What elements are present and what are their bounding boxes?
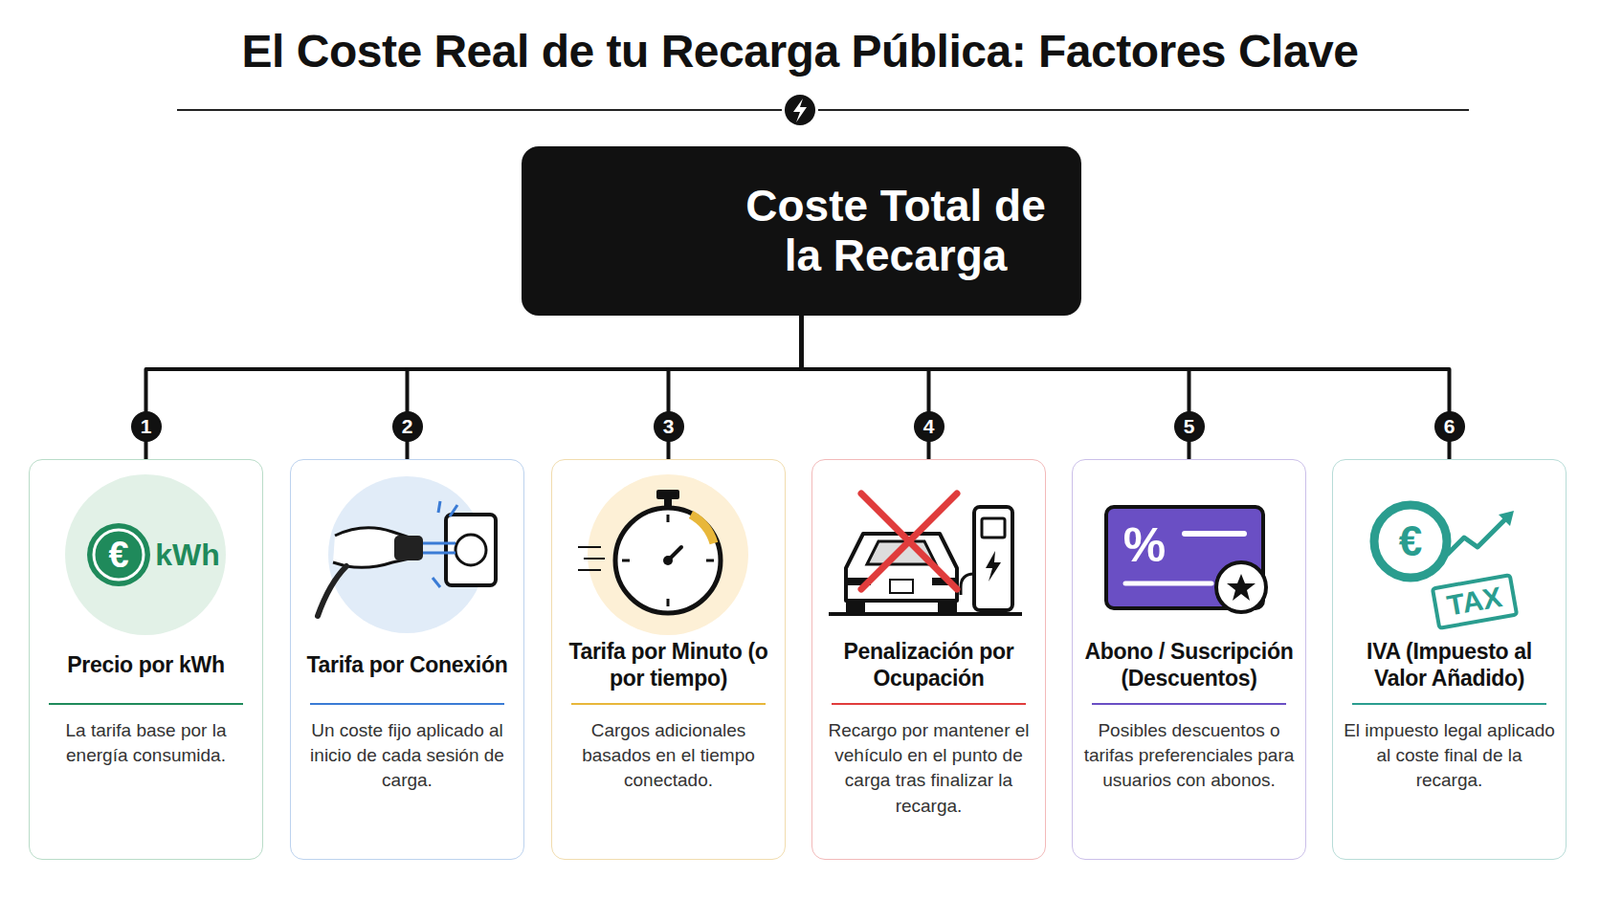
factor-card: Abono / Suscripción (Descuentos) Posibles… bbox=[1071, 459, 1307, 861]
heading-rule bbox=[831, 703, 1026, 706]
diagram-title: El Coste Real de tu Recarga Pública: Fac… bbox=[0, 24, 1600, 78]
euro-symbol: € bbox=[1399, 517, 1423, 566]
occupied-car-icon bbox=[828, 493, 1023, 615]
bolt-symbol bbox=[793, 98, 807, 123]
factor-heading: Abono / Suscripción (Descuentos) bbox=[1080, 638, 1298, 694]
factor-description: El impuesto legal aplicado al coste fina… bbox=[1340, 718, 1558, 795]
percent-symbol: % bbox=[1123, 517, 1166, 574]
callout-number: 6 bbox=[1434, 411, 1466, 443]
heading-rule bbox=[310, 703, 505, 706]
factor-heading: Penalización por Ocupación bbox=[820, 638, 1038, 694]
heading-rule bbox=[571, 703, 766, 706]
callout-number: 4 bbox=[913, 411, 945, 443]
factor-card: Tarifa por Conexión Un coste fijo aplicad… bbox=[289, 459, 525, 861]
factor-card: Penalización por OcupaciónRecargo por ma… bbox=[811, 459, 1046, 861]
heading-rule bbox=[1091, 703, 1287, 706]
plug-icon bbox=[317, 476, 496, 634]
factor-heading: Precio por kWh bbox=[37, 638, 255, 694]
callout-number: 2 bbox=[392, 411, 423, 443]
factor-description: Un coste fijo aplicado al inicio de cada… bbox=[298, 718, 516, 795]
stopwatch-icon bbox=[577, 474, 749, 636]
subscription-card-icon bbox=[1106, 507, 1267, 613]
bolt-ground bbox=[781, 91, 819, 129]
callout-number: 1 bbox=[131, 411, 162, 443]
factor-card: IVA (Impuesto al Valor Añadido) El impues… bbox=[1332, 459, 1567, 861]
energy-price-icon bbox=[65, 474, 226, 636]
title-rule bbox=[177, 109, 1469, 112]
factor-heading: Tarifa por Minuto (o por tiempo) bbox=[559, 638, 778, 694]
tree-connector bbox=[668, 315, 802, 460]
factor-description: Recargo por mantener el vehículo en el p… bbox=[820, 718, 1038, 820]
tree-connector bbox=[146, 315, 802, 460]
bolt-badge bbox=[784, 94, 816, 126]
total-cost-title: Coste Total de la Recarga bbox=[727, 181, 1065, 281]
tree-connector bbox=[801, 315, 1450, 460]
factor-description: Posibles descuentos o tarifas preferenci… bbox=[1080, 718, 1298, 795]
factor-heading: Tarifa por Conexión bbox=[298, 638, 516, 694]
callout-number: 3 bbox=[653, 411, 685, 443]
factor-heading: IVA (Impuesto al Valor Añadido) bbox=[1340, 638, 1558, 694]
kwh-unit: kWh bbox=[155, 537, 221, 574]
callout-number: 5 bbox=[1174, 411, 1205, 443]
tree-connector bbox=[801, 315, 930, 460]
total-cost-box: Coste Total de la Recarga bbox=[521, 146, 1082, 316]
factor-card: Precio por kWh La tarifa base por la ener… bbox=[28, 459, 264, 861]
factor-card: Tarifa por Minuto (o por tiempo) Cargos a… bbox=[551, 459, 786, 861]
euro-symbol: € bbox=[108, 534, 129, 577]
heading-rule bbox=[48, 703, 244, 706]
tree-connector bbox=[407, 315, 802, 460]
factor-description: La tarifa base por la energía consumida. bbox=[37, 718, 255, 769]
tax-icon bbox=[1374, 505, 1517, 629]
tree-connector bbox=[801, 315, 1190, 460]
factor-description: Cargos adicionales basados en el tiempo … bbox=[559, 718, 778, 795]
heading-rule bbox=[1352, 703, 1547, 706]
tax-stamp-text: TAX bbox=[1444, 580, 1506, 623]
